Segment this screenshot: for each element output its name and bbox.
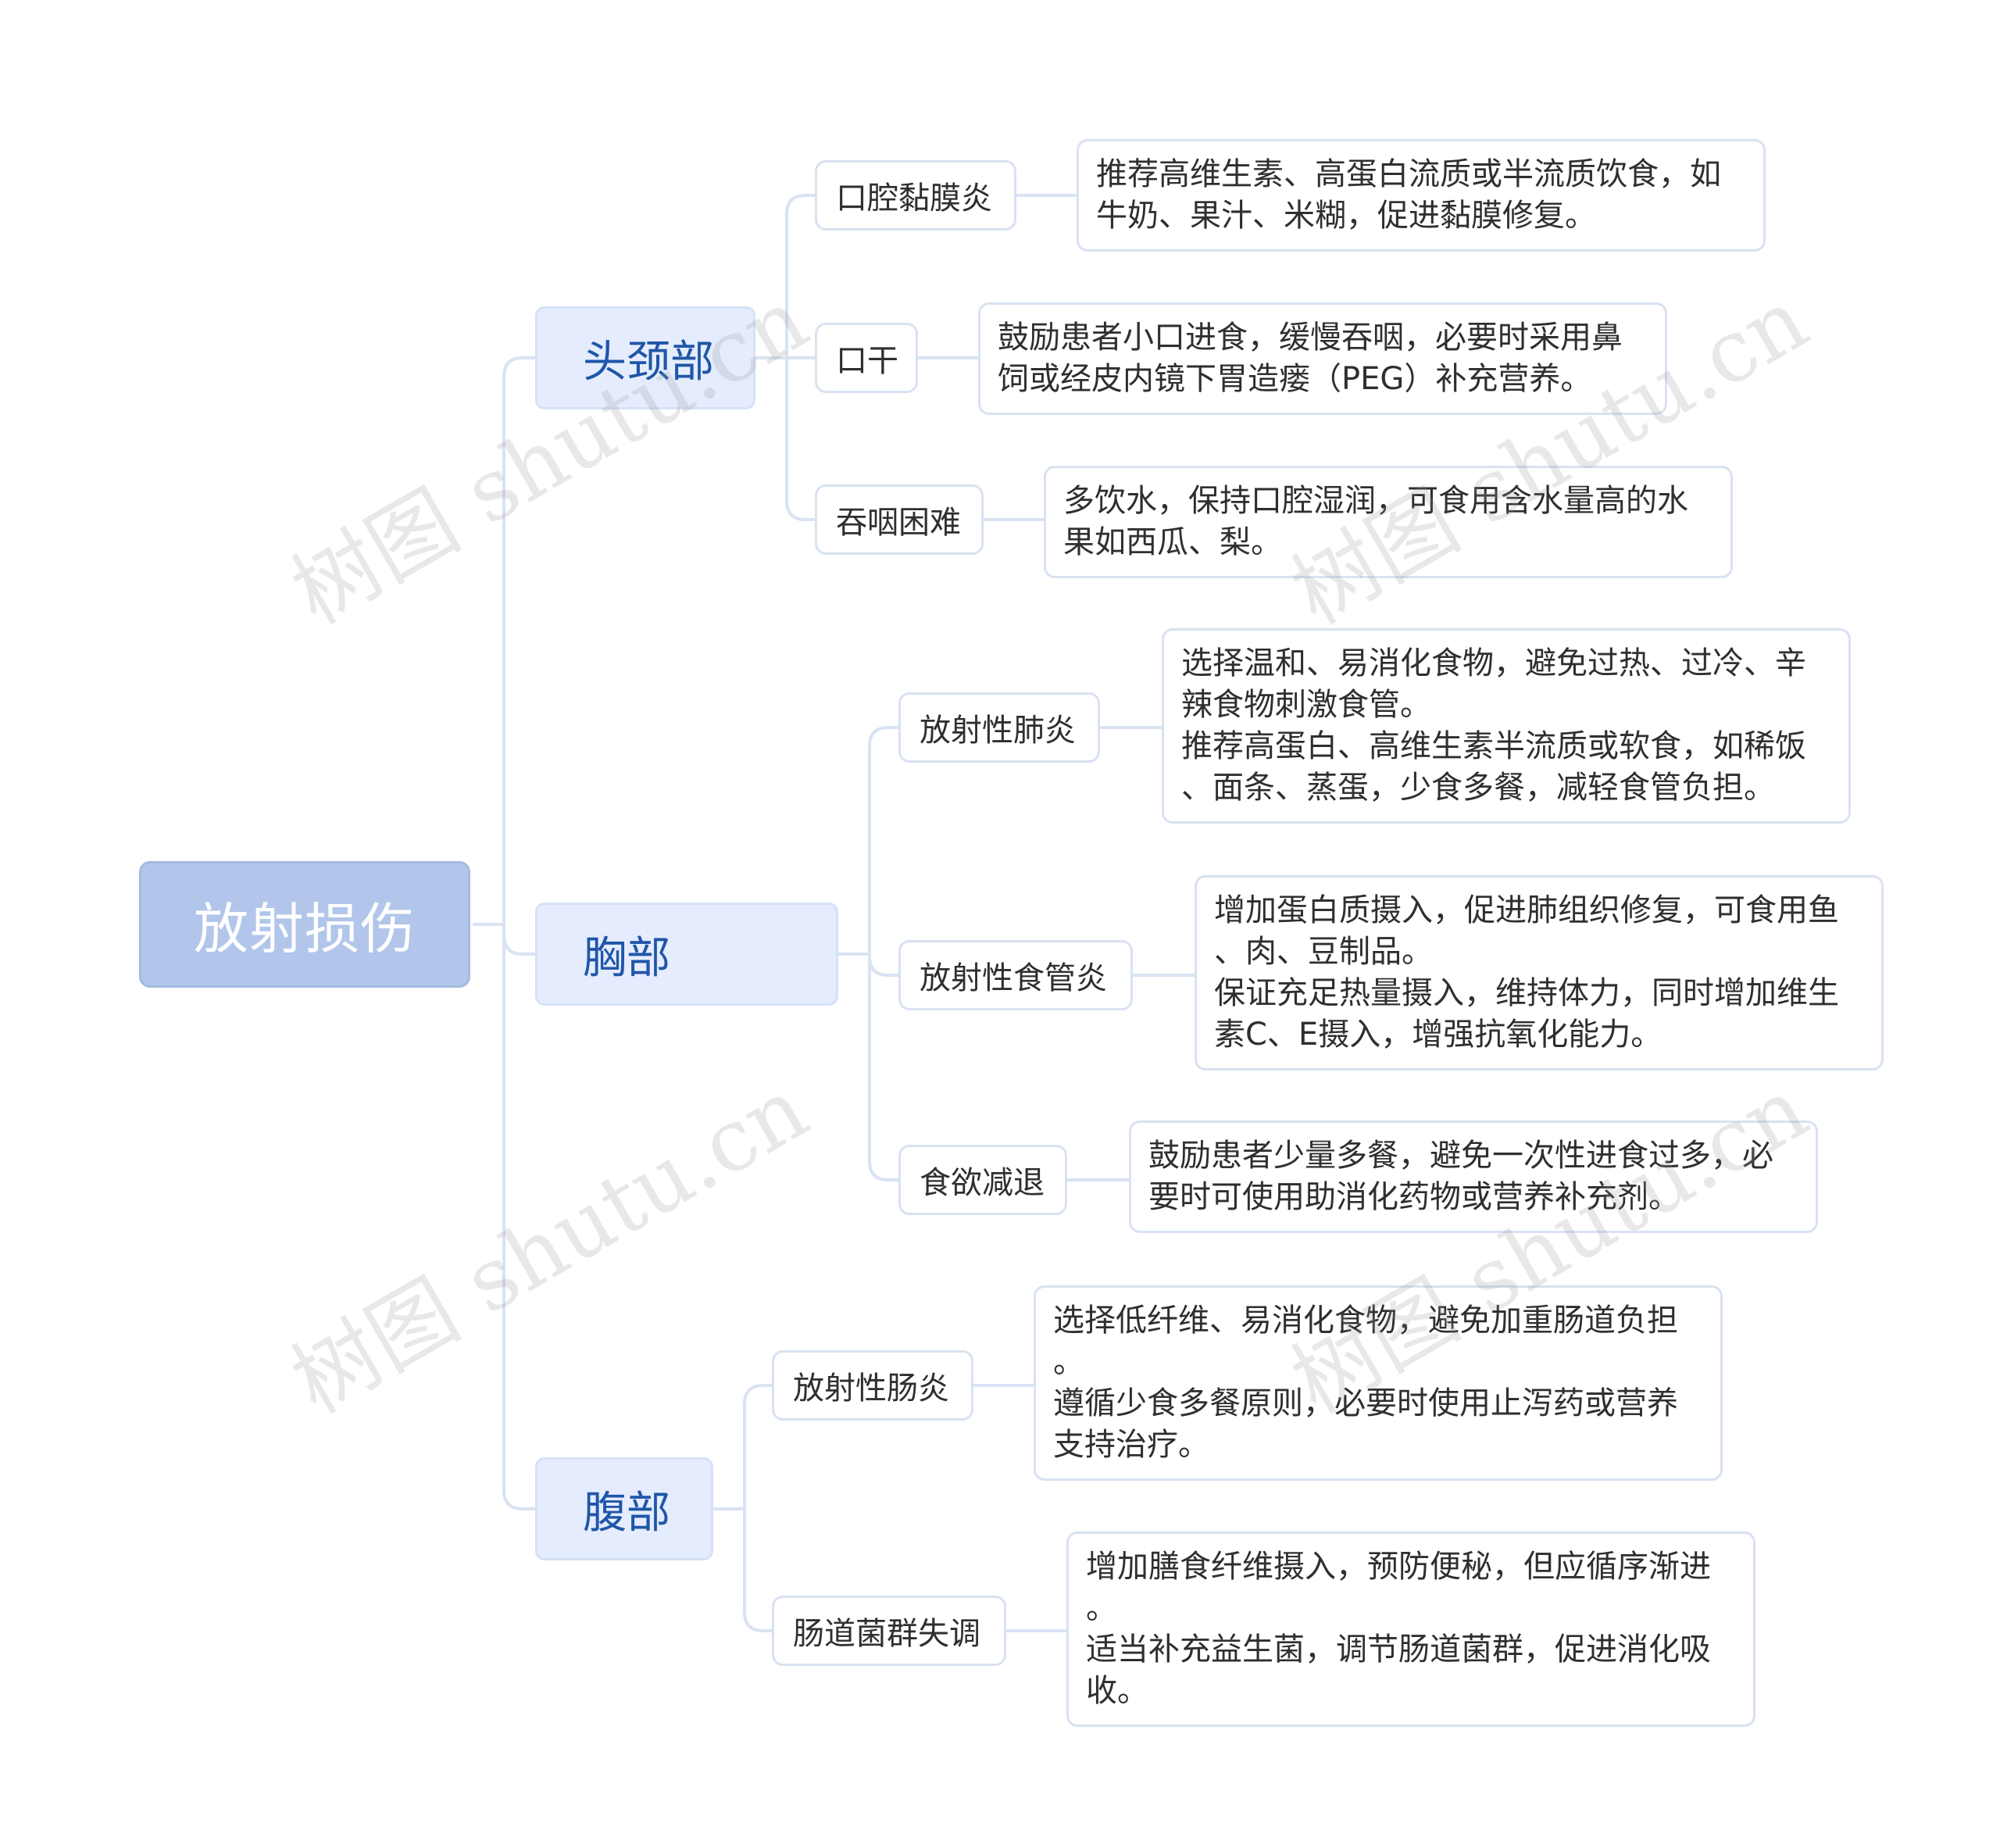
detail-line: 鼓励患者小口进食，缓慢吞咽，必要时采用鼻 [998,320,1623,356]
branch-node[interactable]: 胸部 [535,903,838,1006]
topic-node[interactable]: 肠道菌群失调 [772,1596,1006,1666]
detail-line: 选择低纤维、易消化食物，避免加重肠道负担 [1053,1303,1678,1339]
detail-note[interactable]: 多饮水，保持口腔湿润，可食用含水量高的水果如西瓜、梨。 [1044,466,1733,578]
detail-line: 素C、E摄入，增强抗氧化能力。 [1214,1017,1662,1053]
detail-line: 果如西瓜、梨。 [1063,524,1282,560]
detail-line: 推荐高维生素、高蛋白流质或半流质饮食，如 [1096,156,1721,192]
topic-connector [868,726,898,954]
detail-note[interactable]: 选择低纤维、易消化食物，避免加重肠道负担。遵循少食多餐原则，必要时使用止泻药或营… [1034,1285,1723,1481]
topic-connector [868,954,898,1181]
detail-line: 选择温和、易消化食物，避免过热、过冷、辛 [1181,645,1806,681]
topic-node[interactable]: 放射性食管炎 [898,940,1133,1010]
detail-line: 、肉、豆制品。 [1214,934,1433,970]
topic-connector [743,1384,772,1509]
detail-line: 饲或经皮内镜下胃造瘘（PEG）补充营养。 [998,361,1592,397]
detail-note[interactable]: 推荐高维生素、高蛋白流质或半流质饮食，如牛奶、果汁、米糊，促进黏膜修复。 [1077,139,1766,252]
detail-line: 多饮水，保持口腔湿润，可食用含水量高的水 [1063,483,1688,519]
detail-line: 保证充足热量摄入，维持体力，同时增加维生 [1214,975,1839,1011]
branch-node[interactable]: 腹部 [535,1457,713,1560]
detail-line: 要时可使用助消化药物或营养补充剂。 [1148,1179,1680,1215]
detail-line: 收。 [1086,1673,1148,1709]
topic-node[interactable]: 口腔黏膜炎 [815,160,1016,231]
detail-note[interactable]: 选择温和、易消化食物，避免过热、过冷、辛辣食物刺激食管。推荐高蛋白、高维生素半流… [1162,628,1851,824]
topic-connector [785,194,815,358]
detail-line: 支持治疗。 [1053,1427,1209,1463]
detail-line: 辣食物刺激食管。 [1181,687,1431,723]
root-node[interactable]: 放射损伤 [139,861,470,988]
detail-line: 牛奶、果汁、米糊，促进黏膜修复。 [1096,198,1596,234]
detail-note[interactable]: 增加膳食纤维摄入，预防便秘，但应循序渐进。适当补充益生菌，调节肠道菌群，促进消化… [1066,1532,1755,1727]
topic-connector [743,1509,772,1632]
detail-line: 、面条、蒸蛋，少食多餐，减轻食管负担。 [1181,770,1775,806]
topic-node[interactable]: 食欲减退 [898,1145,1067,1215]
branch-connector [502,924,535,1510]
topic-connector [868,954,898,977]
detail-line: 。 [1086,1590,1117,1626]
detail-line: 增加膳食纤维摄入，预防便秘，但应循序渐进 [1086,1549,1711,1585]
detail-note[interactable]: 鼓励患者小口进食，缓慢吞咽，必要时采用鼻饲或经皮内镜下胃造瘘（PEG）补充营养。 [978,302,1667,415]
detail-line: 。 [1053,1344,1084,1380]
branch-connector [502,356,535,924]
detail-line: 增加蛋白质摄入，促进肺组织修复，可食用鱼 [1214,892,1839,928]
detail-note[interactable]: 增加蛋白质摄入，促进肺组织修复，可食用鱼、肉、豆制品。保证充足热量摄入，维持体力… [1195,875,1884,1071]
branch-node[interactable]: 头颈部 [535,306,755,409]
detail-note[interactable]: 鼓励患者少量多餐，避免一次性进食过多，必要时可使用助消化药物或营养补充剂。 [1129,1121,1818,1233]
detail-line: 遵循少食多餐原则，必要时使用止泻药或营养 [1053,1385,1678,1421]
topic-node[interactable]: 放射性肺炎 [898,692,1100,763]
detail-line: 鼓励患者少量多餐，避免一次性进食过多，必 [1148,1138,1773,1174]
topic-connector [785,358,815,521]
detail-line: 推荐高蛋白、高维生素半流质或软食，如稀饭 [1181,728,1806,764]
branch-connector [502,924,535,956]
topic-node[interactable]: 放射性肠炎 [772,1350,973,1421]
detail-line: 适当补充益生菌，调节肠道菌群，促进消化吸 [1086,1632,1711,1667]
topic-node[interactable]: 吞咽困难 [815,484,984,555]
topic-node[interactable]: 口干 [815,323,918,393]
